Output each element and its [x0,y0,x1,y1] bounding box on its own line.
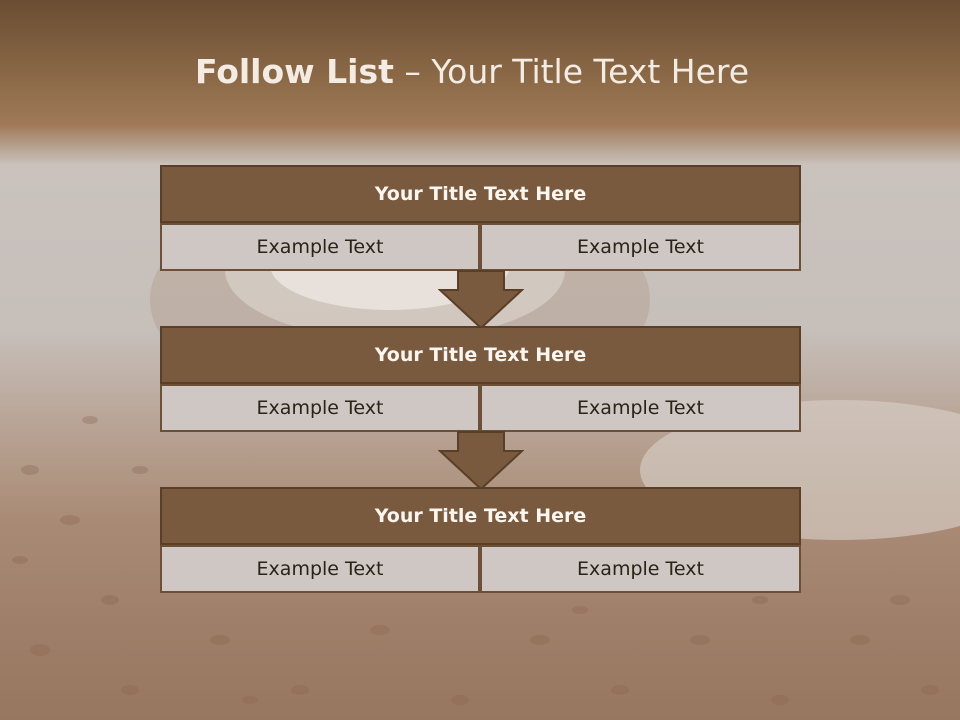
block-title: Your Title Text Here [160,487,801,545]
title-rest-part: – Your Title Text Here [393,52,750,91]
block-title: Your Title Text Here [160,326,801,384]
down-arrow-icon [438,270,524,330]
block-right-text: Example Text [480,545,801,593]
title-bold-part: Follow List [194,52,394,91]
block-title: Your Title Text Here [160,165,801,223]
block-left-text: Example Text [160,384,480,432]
list-block-1: Your Title Text Here Example Text Exampl… [160,165,801,271]
block-right-text: Example Text [480,223,801,271]
block-left-text: Example Text [160,223,480,271]
list-block-3: Your Title Text Here Example Text Exampl… [160,487,801,593]
block-right-text: Example Text [480,384,801,432]
list-block-2: Your Title Text Here Example Text Exampl… [160,326,801,432]
down-arrow-icon [438,431,524,491]
block-left-text: Example Text [160,545,480,593]
slide-title: Follow List – Your Title Text Here [0,52,944,91]
